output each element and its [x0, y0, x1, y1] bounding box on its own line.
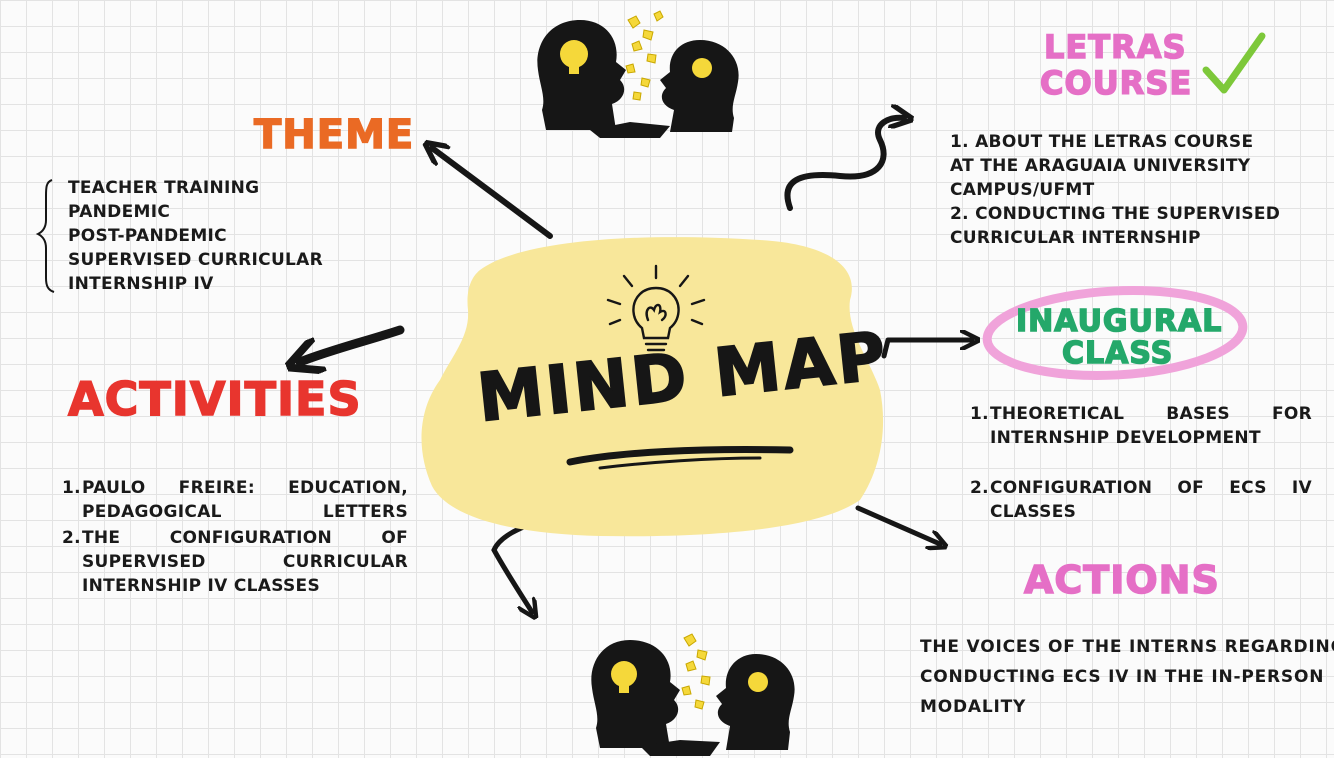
actions-line: MODALITY — [920, 697, 1027, 717]
theme-heading: THEME — [253, 111, 415, 159]
lightbulb-icon — [606, 264, 706, 352]
arrow-to-theme — [432, 148, 553, 239]
heads-idea-illustration-bottom — [591, 633, 795, 756]
letras-item: AT THE ARAGUAIA UNIVERSITY — [950, 156, 1251, 176]
letras-heading-line2: COURSE — [1039, 63, 1193, 103]
heads-idea-illustration-top — [537, 10, 739, 138]
theme-item: SUPERVISED CURRICULAR — [68, 250, 324, 270]
inaugural-item-text: CONFIGURATION OF ECS IV CLASSES — [990, 478, 1312, 522]
arrow-to-activities — [300, 325, 405, 362]
activities-item-number: 2. — [62, 528, 81, 548]
activities-item-text: PAULO FREIRE: EDUCATION, PEDAGOGICAL LET… — [82, 478, 408, 522]
inaugural-heading-line2: CLASS — [1061, 335, 1174, 372]
inaugural-heading-line1: INAUGURAL — [1015, 303, 1223, 340]
theme-brace — [35, 179, 55, 293]
arrow-to-letras — [784, 118, 904, 211]
activities-heading: ACTIVITIES — [67, 371, 362, 427]
inaugural-item: 2. CONFIGURATION OF ECS IV CLASSES — [970, 476, 1312, 524]
letras-item: 1. ABOUT THE LETRAS COURSE — [950, 132, 1254, 152]
theme-item: POST-PANDEMIC — [68, 226, 227, 246]
letras-heading-line1: LETRAS — [1043, 27, 1187, 67]
activities-item-text: THE CONFIGURATION OF SUPERVISED CURRICUL… — [82, 528, 408, 596]
theme-item: PANDEMIC — [68, 202, 171, 222]
arrow-to-inaugural — [881, 340, 972, 359]
letras-item: CURRICULAR INTERNSHIP — [950, 228, 1201, 248]
inaugural-item-number: 1. — [970, 404, 989, 424]
activities-item: 1. PAULO FREIRE: EDUCATION, PEDAGOGICAL … — [62, 476, 408, 524]
theme-item: INTERNSHIP IV — [68, 274, 214, 294]
letras-item: CAMPUS/UFMT — [950, 180, 1095, 200]
actions-line: CONDUCTING ECS IV IN THE IN-PERSON — [920, 667, 1325, 687]
theme-list: TEACHER TRAINING PANDEMIC POST-PANDEMIC … — [68, 176, 323, 296]
checkmark-icon — [1202, 32, 1266, 94]
activities-item: 2. THE CONFIGURATION OF SUPERVISED CURRI… — [62, 526, 408, 598]
title-underline — [566, 446, 794, 470]
theme-item: TEACHER TRAINING — [68, 178, 260, 198]
actions-heading: ACTIONS — [1023, 557, 1220, 603]
activities-list: 1. PAULO FREIRE: EDUCATION, PEDAGOGICAL … — [62, 476, 408, 598]
actions-text: THE VOICES OF THE INTERNS REGARDING COND… — [920, 632, 1334, 722]
letras-list: 1. ABOUT THE LETRAS COURSE AT THE ARAGUA… — [950, 130, 1280, 250]
inaugural-ring — [982, 286, 1248, 380]
inaugural-item: 1. THEORETICAL BASES FOR INTERNSHIP DEVE… — [970, 402, 1312, 450]
inaugural-list: 1. THEORETICAL BASES FOR INTERNSHIP DEVE… — [970, 402, 1312, 524]
letras-item: 2. CONDUCTING THE SUPERVISED — [950, 204, 1281, 224]
inaugural-item-text: THEORETICAL BASES FOR INTERNSHIP DEVELOP… — [990, 404, 1312, 448]
actions-line: THE VOICES OF THE INTERNS REGARDING — [920, 637, 1334, 657]
activities-item-number: 1. — [62, 478, 81, 498]
inaugural-item-number: 2. — [970, 478, 989, 498]
arrow-to-actions — [855, 505, 940, 544]
